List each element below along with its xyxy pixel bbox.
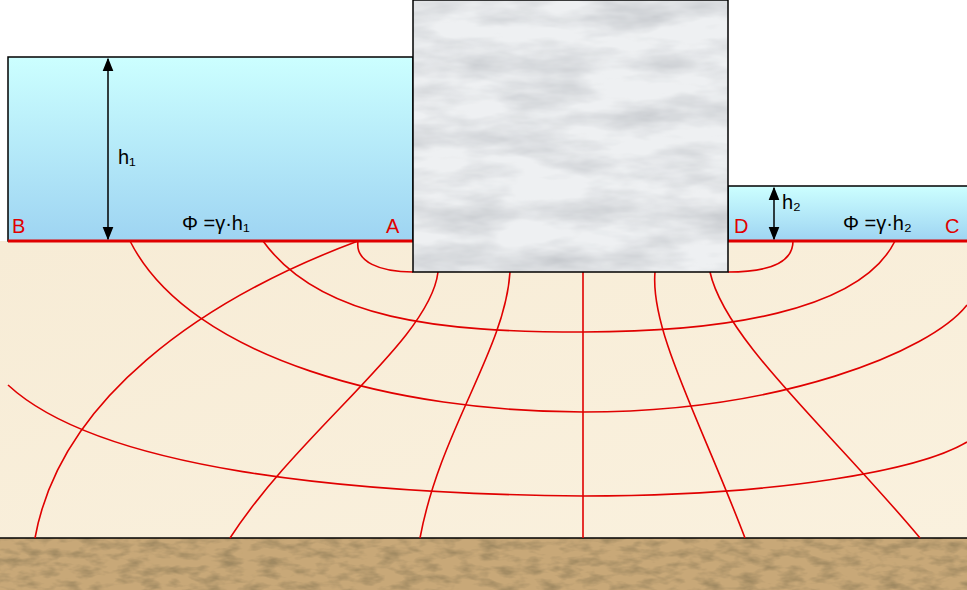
point-label: D bbox=[734, 214, 748, 238]
soil-layer bbox=[0, 241, 967, 538]
flow-line bbox=[728, 241, 793, 272]
dimension-arrow bbox=[107, 59, 109, 239]
bedrock-texture bbox=[0, 538, 967, 590]
point-label: A bbox=[386, 214, 399, 238]
potential-label: Φ =γ·h₂ bbox=[843, 211, 912, 235]
dam-block bbox=[413, 0, 728, 272]
equipotential-line bbox=[582, 272, 584, 538]
flow-line bbox=[358, 241, 413, 272]
boundary-line bbox=[8, 240, 413, 243]
bedrock-edge bbox=[0, 537, 967, 539]
equipotential-line bbox=[35, 241, 358, 538]
dimension-label: h₁ bbox=[118, 145, 136, 169]
bedrock bbox=[0, 538, 967, 590]
point-label: C bbox=[945, 214, 959, 238]
equipotential-line bbox=[420, 272, 510, 538]
headwater bbox=[8, 57, 413, 241]
point-label: B bbox=[12, 214, 25, 238]
boundary-line bbox=[728, 240, 967, 243]
potential-label: Φ =γ·h₁ bbox=[182, 211, 250, 235]
equipotential-line bbox=[655, 272, 745, 538]
flow-net-lines bbox=[8, 241, 967, 538]
equipotential-line bbox=[230, 272, 438, 538]
dam-outline bbox=[413, 0, 728, 272]
dimension-label: h₂ bbox=[782, 190, 801, 214]
tailwater bbox=[728, 186, 967, 241]
equipotential-line bbox=[710, 272, 920, 538]
flow-line bbox=[8, 385, 967, 496]
dam-texture bbox=[413, 0, 728, 272]
dimension-arrow bbox=[773, 188, 775, 239]
